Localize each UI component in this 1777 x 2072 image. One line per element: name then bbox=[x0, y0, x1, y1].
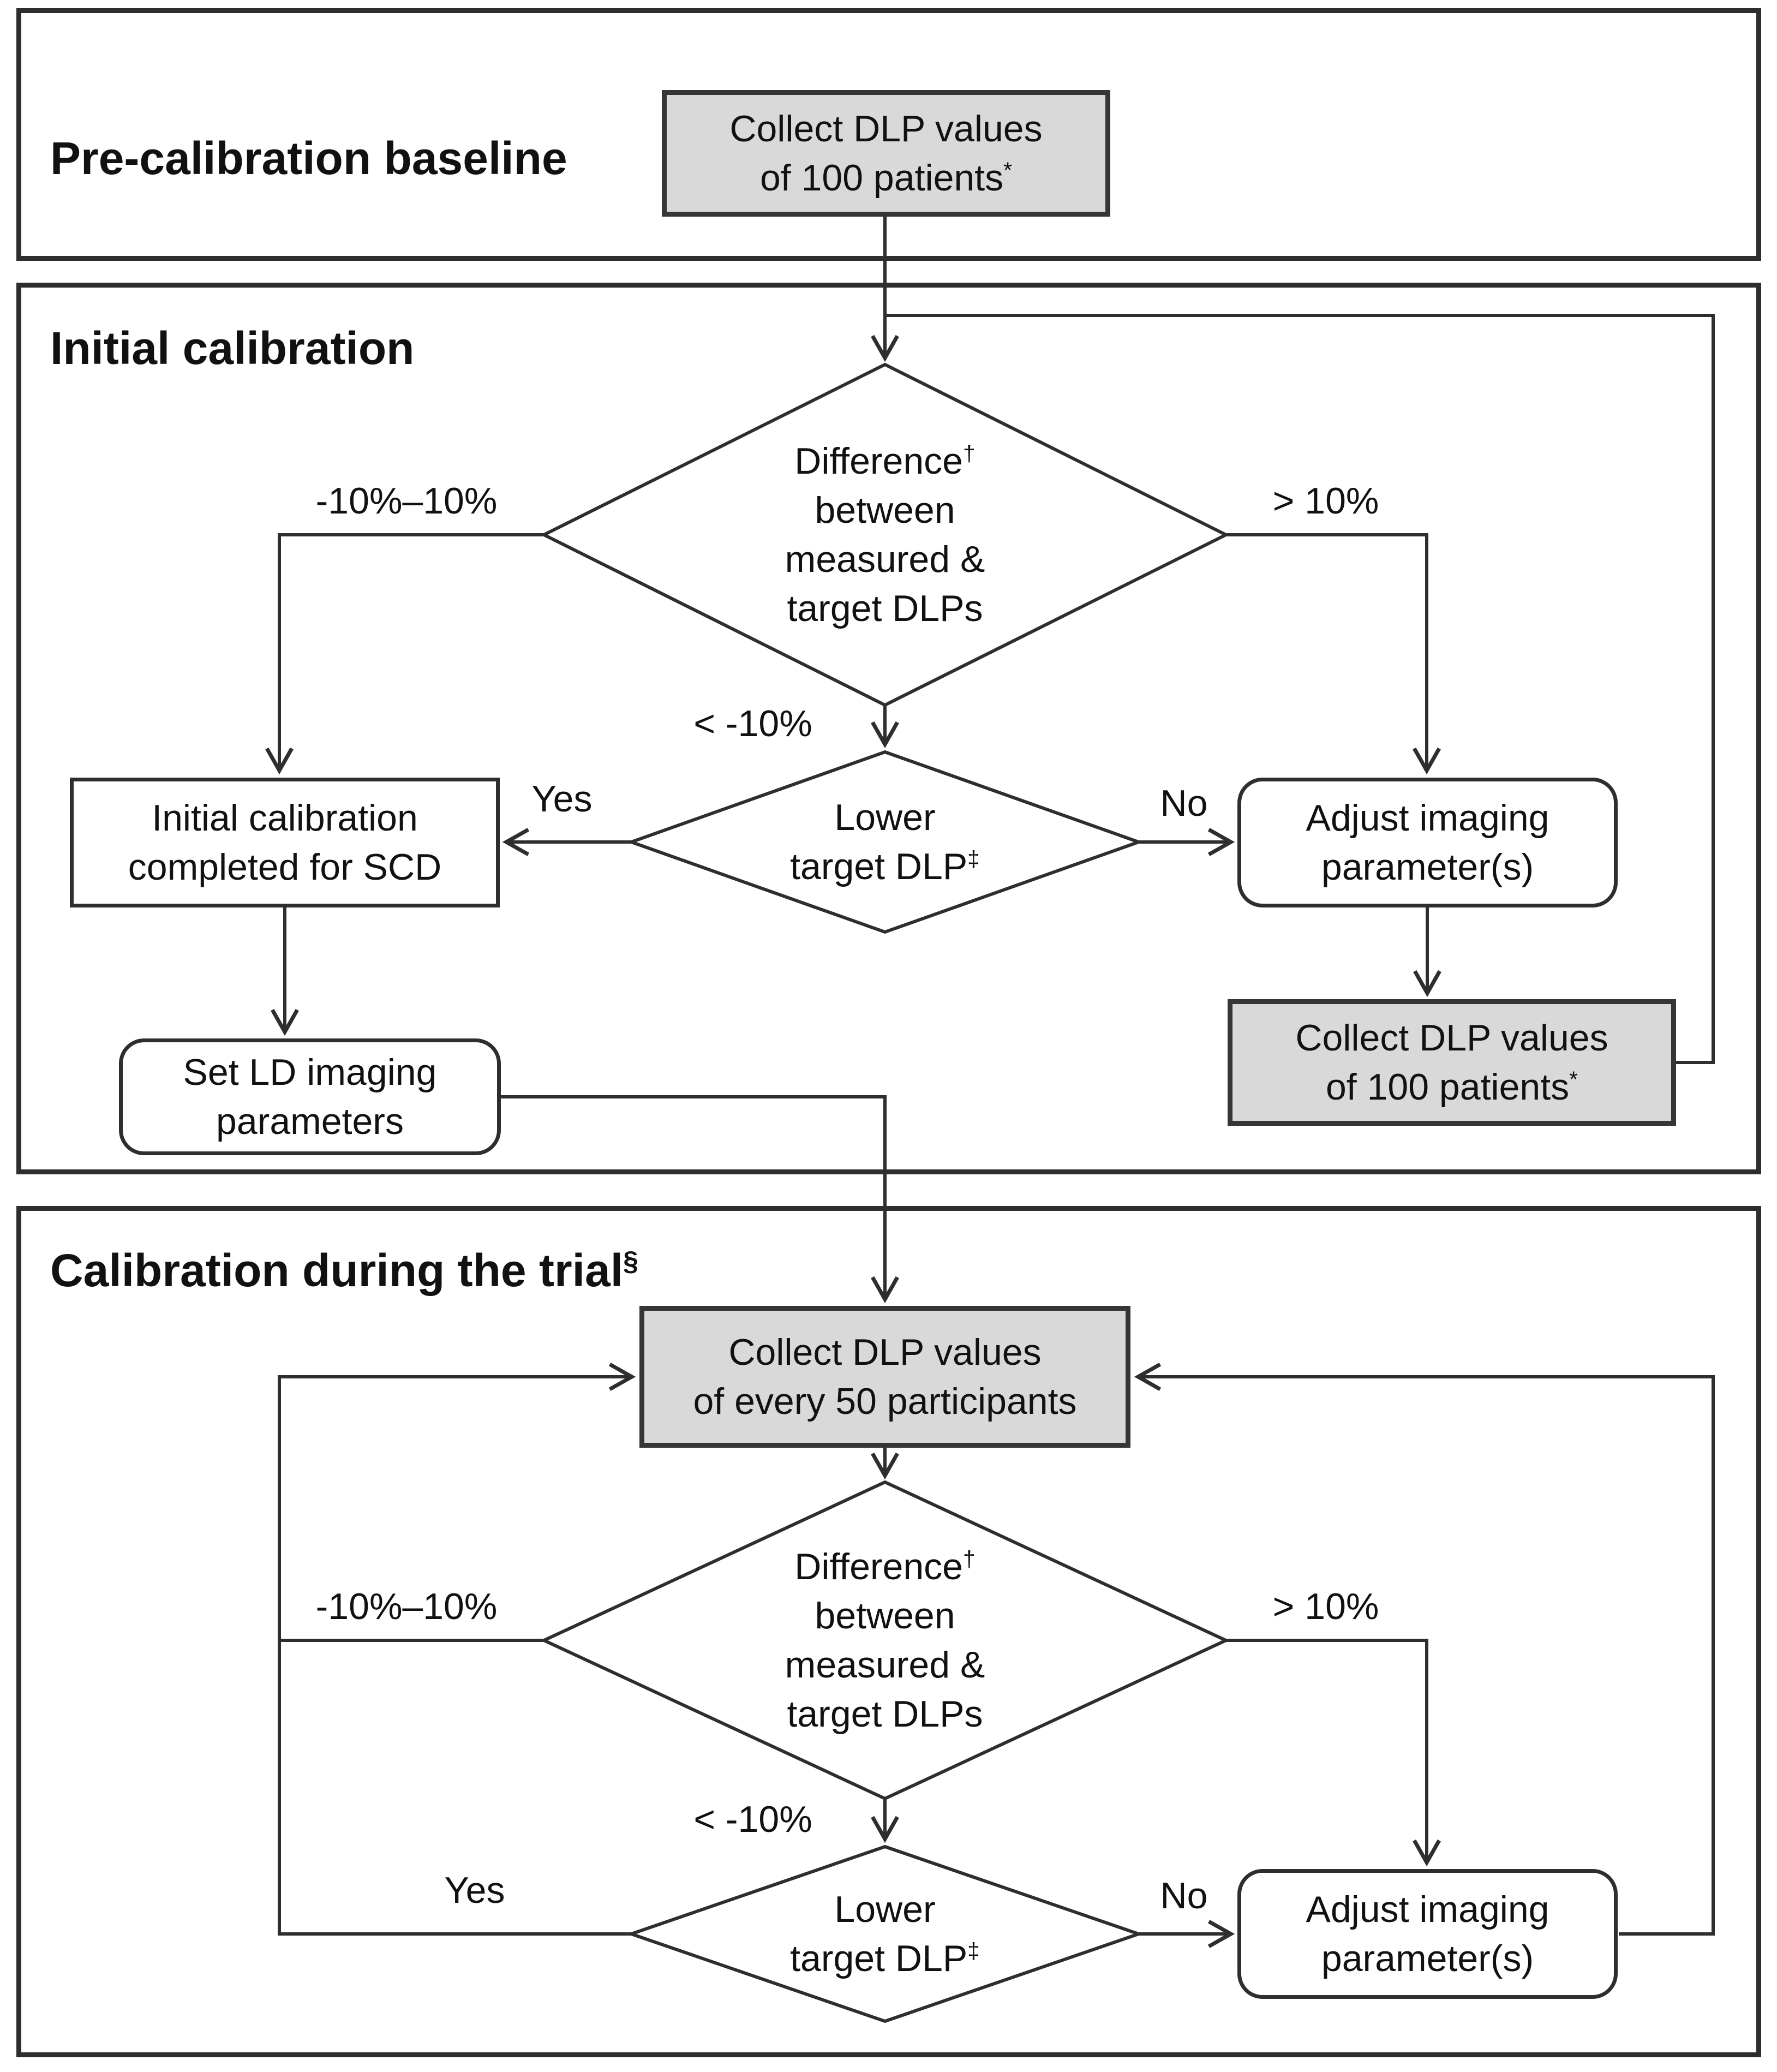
connector-trial-gt10-to-adjust2 bbox=[1226, 1639, 1427, 1862]
connector-feedback-initial-loop bbox=[885, 314, 1715, 1064]
process-text: Collect DLP values bbox=[729, 108, 1043, 150]
process-text: parameter(s) bbox=[1321, 846, 1534, 888]
decision-text: Difference bbox=[794, 440, 963, 482]
branch-label-no-trial: No bbox=[1160, 1875, 1208, 1916]
connector-trial-right-loop bbox=[1138, 1377, 1715, 1936]
decision-text-difference-trial: Difference† between measured & target DL… bbox=[612, 1542, 1158, 1739]
decision-text: measured & bbox=[785, 1644, 985, 1686]
process-set-ld-imaging: Set LD imaging parameters bbox=[119, 1038, 501, 1155]
process-text: Adjust imaging bbox=[1306, 1889, 1549, 1930]
process-initial-calibration-completed: Initial calibration completed for SCD bbox=[70, 778, 500, 907]
decision-text: Difference bbox=[794, 1546, 963, 1587]
connector-trial-left-loop bbox=[278, 1377, 632, 1936]
process-text: Set LD imaging bbox=[183, 1052, 437, 1093]
process-text: of 100 patients bbox=[1325, 1066, 1570, 1108]
section-title-initial-text: Initial calibration bbox=[50, 323, 415, 374]
decision-text: target DLPs bbox=[787, 1693, 983, 1735]
branch-label-yes-initial: Yes bbox=[531, 778, 593, 820]
section-title-trial: Calibration during the trial§ bbox=[50, 1244, 638, 1297]
decision-text: target DLP bbox=[790, 846, 968, 887]
connector-range-to-completed bbox=[279, 533, 544, 771]
decision-text: Lower bbox=[834, 797, 936, 838]
decision-text: target DLP bbox=[790, 1938, 968, 1979]
branch-label-range-initial: -10%–10% bbox=[315, 480, 498, 522]
branch-label-yes-trial: Yes bbox=[444, 1870, 505, 1911]
process-text: Collect DLP values bbox=[728, 1331, 1042, 1373]
decision-lower-target-trial bbox=[626, 1844, 1144, 2023]
decision-text: between bbox=[815, 489, 955, 531]
process-text: Adjust imaging bbox=[1306, 797, 1549, 839]
process-text: Initial calibration bbox=[152, 797, 418, 839]
branch-label-range-trial: -10%–10% bbox=[315, 1586, 498, 1627]
footnote-mark: * bbox=[1003, 157, 1012, 183]
decision-difference-trial bbox=[540, 1480, 1230, 1801]
decision-difference-initial bbox=[540, 362, 1230, 707]
section-title-trial-text: Calibration during the trial bbox=[50, 1245, 624, 1296]
connector-gt10-to-adjust1 bbox=[1226, 533, 1427, 771]
process-adjust-imaging-trial: Adjust imaging parameter(s) bbox=[1237, 1869, 1618, 1999]
branch-label-lt-neg10-initial: < -10% bbox=[693, 703, 812, 744]
branch-label-lt-neg10-trial: < -10% bbox=[693, 1799, 812, 1840]
process-text: Collect DLP values bbox=[1295, 1017, 1608, 1059]
decision-lower-target-initial bbox=[626, 750, 1144, 934]
section-title-pre-text: Pre-calibration baseline bbox=[50, 133, 567, 184]
footnote-mark: † bbox=[963, 1546, 976, 1572]
decision-text: between bbox=[815, 1595, 955, 1637]
section-title-initial-calibration: Initial calibration bbox=[50, 322, 414, 374]
decision-text-lower-target-trial: Lower target DLP‡ bbox=[694, 1885, 1076, 1983]
decision-text: Lower bbox=[834, 1889, 936, 1930]
branch-label-no-initial: No bbox=[1160, 783, 1208, 824]
process-text: parameters bbox=[216, 1101, 404, 1142]
decision-text: measured & bbox=[785, 539, 985, 580]
process-text: completed for SCD bbox=[128, 846, 442, 888]
section-initial-calibration bbox=[16, 283, 1761, 1174]
process-adjust-imaging-initial: Adjust imaging parameter(s) bbox=[1237, 778, 1618, 907]
footnote-mark: ‡ bbox=[967, 1938, 980, 1963]
process-text: of every 50 participants bbox=[693, 1381, 1077, 1422]
decision-text-lower-target-initial: Lower target DLP‡ bbox=[694, 793, 1076, 891]
process-collect-dlp-100-baseline: Collect DLP values of 100 patients* bbox=[662, 90, 1110, 217]
section-title-trial-footnote-mark: § bbox=[623, 1245, 639, 1276]
decision-text: target DLPs bbox=[787, 588, 983, 629]
process-text: parameter(s) bbox=[1321, 1938, 1534, 1979]
process-collect-dlp-100-recal: Collect DLP values of 100 patients* bbox=[1228, 999, 1676, 1126]
connector-setld-to-collect50 bbox=[501, 1095, 885, 1299]
section-pre-calibration bbox=[16, 8, 1761, 261]
section-title-pre-calibration: Pre-calibration baseline bbox=[50, 132, 567, 184]
footnote-mark: † bbox=[963, 440, 976, 466]
branch-label-gt10-initial: > 10% bbox=[1272, 480, 1379, 522]
footnote-mark: ‡ bbox=[967, 846, 980, 871]
process-text: of 100 patients bbox=[759, 157, 1004, 199]
decision-text-difference-initial: Difference† between measured & target DL… bbox=[612, 437, 1158, 633]
process-collect-dlp-50-trial: Collect DLP values of every 50 participa… bbox=[639, 1306, 1130, 1448]
footnote-mark: * bbox=[1569, 1066, 1578, 1092]
branch-label-gt10-trial: > 10% bbox=[1272, 1586, 1379, 1627]
section-calibration-during-trial bbox=[16, 1206, 1761, 2057]
